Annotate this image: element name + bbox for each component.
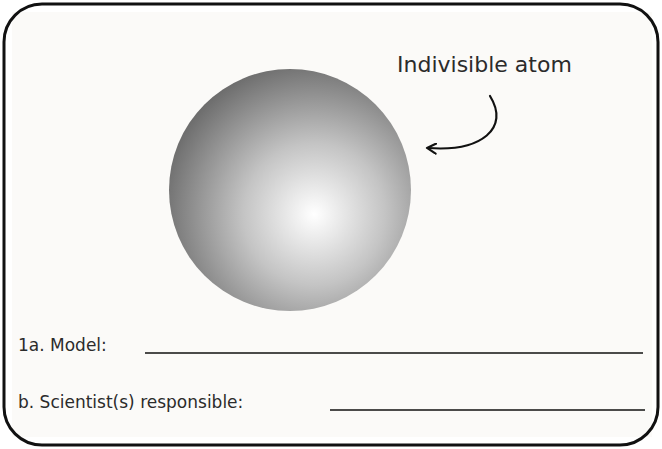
card-border <box>4 4 658 445</box>
pointer-arrow <box>428 96 496 148</box>
atom-sphere <box>169 69 411 311</box>
question-label: 1a. Model: <box>18 335 107 355</box>
callout-label: Indivisible atom <box>397 52 572 78</box>
answer-line <box>330 409 645 411</box>
question-label: b. Scientist(s) responsible: <box>18 392 243 412</box>
answer-line <box>145 352 643 354</box>
card-ground <box>12 12 652 437</box>
